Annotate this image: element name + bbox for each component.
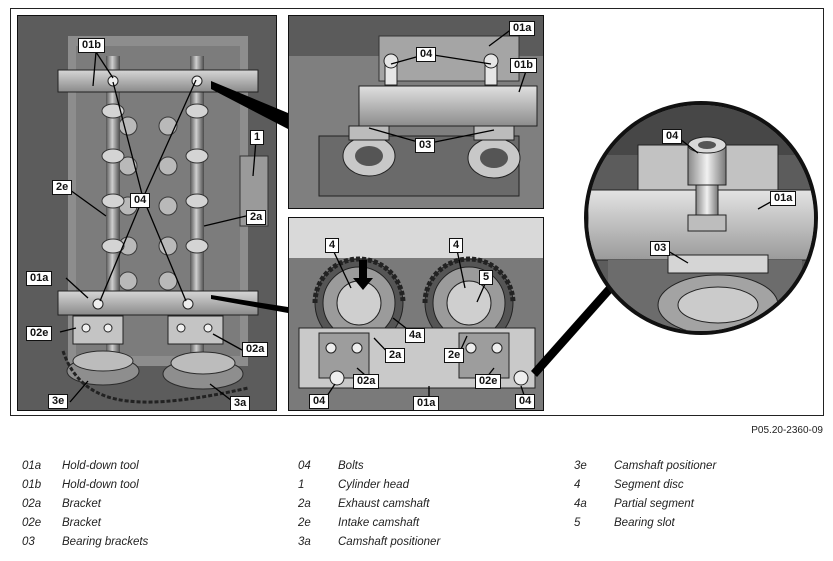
callout-01b: 01b	[78, 38, 105, 53]
callout-4a: 4a	[405, 328, 426, 343]
callout-01a: 01a	[509, 21, 536, 36]
callout-02a: 02a	[353, 374, 380, 389]
hold-down-tool-illustration	[289, 16, 543, 208]
callout-1: 1	[250, 130, 265, 145]
callout-02a: 02a	[242, 342, 269, 357]
callout-04: 04	[130, 193, 151, 208]
callout-04-right: 04	[515, 394, 536, 409]
callout-04: 04	[662, 129, 683, 144]
callout-5: 5	[479, 270, 494, 285]
callout-2e: 2e	[444, 348, 465, 363]
callout-2a: 2a	[385, 348, 406, 363]
figure-code: P05.20-2360-09	[751, 425, 823, 436]
callout-01a: 01a	[770, 191, 797, 206]
callout-01a: 01a	[413, 396, 440, 410]
callout-04-left: 04	[309, 394, 330, 409]
photo-cylinder-head-overview: 01b 1 2e 04 2a 01a 02e 02a 3e 3a	[17, 15, 277, 411]
detail-magnifier: 04 01a 03	[584, 101, 818, 335]
callout-02e: 02e	[26, 326, 53, 341]
callout-04: 04	[416, 47, 437, 62]
callout-03: 03	[415, 138, 436, 153]
callout-01b: 01b	[510, 58, 537, 73]
callout-01a: 01a	[26, 271, 53, 286]
callout-4-right: 4	[449, 238, 464, 253]
callout-02e: 02e	[475, 374, 502, 389]
callout-2a: 2a	[246, 210, 267, 225]
figure-frame: 01b 1 2e 04 2a 01a 02e 02a 3e 3a	[10, 8, 824, 416]
detail-bolt-illustration	[588, 105, 814, 331]
callout-2e: 2e	[52, 180, 73, 195]
callout-4-left: 4	[325, 238, 340, 253]
cylinder-head-illustration	[18, 16, 276, 410]
callout-3e: 3e	[48, 394, 69, 409]
photo-segment-disc-detail: 4 4 5 4a 2a 2e 02a 02e 04 01a 04	[288, 217, 544, 411]
callout-3a: 3a	[230, 396, 251, 410]
callout-03: 03	[650, 241, 671, 256]
photo-hold-down-tool-top: 01a 04 01b 03	[288, 15, 544, 209]
